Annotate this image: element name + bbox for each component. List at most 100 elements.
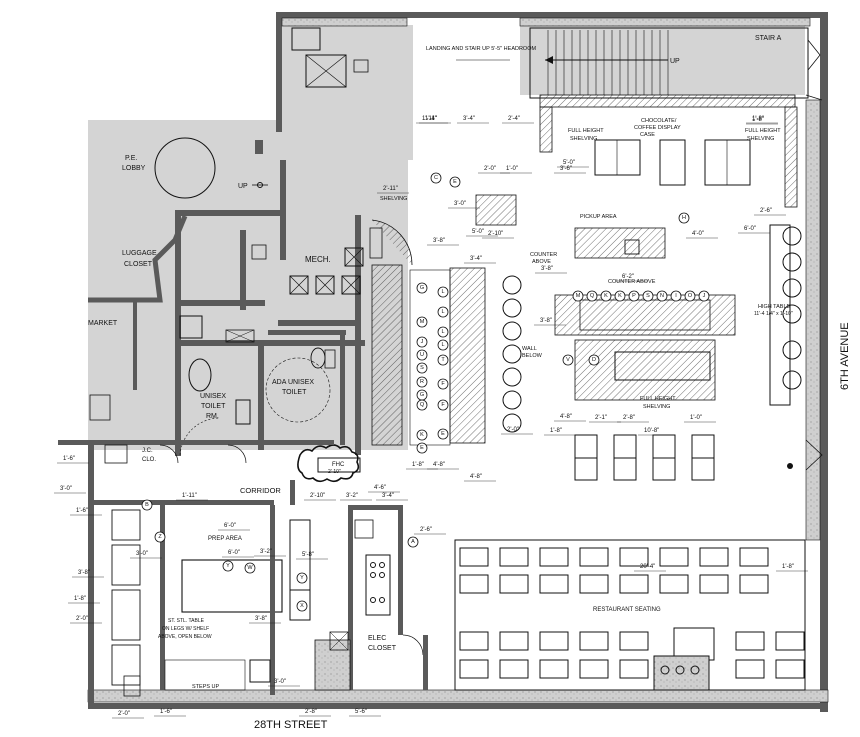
- equipment-tag: D: [588, 354, 600, 366]
- dimension-label: 3'-8": [541, 266, 553, 272]
- pe-lobby-label-1: P.E.: [125, 155, 137, 162]
- dimension-label: 4'-8": [470, 474, 482, 480]
- equipment-tag: S: [642, 290, 654, 302]
- dimension-label: 5'-8": [302, 552, 314, 558]
- jc-label-2: CLO.: [142, 457, 156, 463]
- ss-table-2: ON LEGS W/ SHELF: [162, 626, 209, 632]
- equipment-tag: I: [670, 290, 682, 302]
- bar-stools-left: [502, 275, 522, 433]
- equipment-tag: G: [416, 389, 428, 401]
- equipment-tag: R: [416, 376, 428, 388]
- shelving-area: SHELVING: [369, 196, 451, 446]
- equipment-tag: S: [416, 362, 428, 374]
- elec-label-2: CLOSET: [368, 645, 397, 652]
- equipment-tag: K: [416, 429, 428, 441]
- equipment-tag-letter: W: [247, 565, 253, 571]
- wall-below-1: WALL: [522, 346, 537, 352]
- dimension-label: 2'-10": [310, 493, 325, 499]
- dimension-label: 2'-6": [760, 208, 772, 214]
- dimension-label: 1'-6": [76, 508, 88, 514]
- equipment-tag: L: [437, 306, 449, 318]
- equipment-tag-letter: L: [441, 329, 444, 335]
- equipment-tag: L: [437, 339, 449, 351]
- dimension-label: 1'-0": [506, 166, 518, 172]
- luggage-label-1: LUGGAGE: [122, 250, 157, 257]
- landing-note-text: LANDING AND STAIR UP 5'-5" HEADROOM: [426, 46, 536, 52]
- dimension-label: 2'-0": [76, 616, 88, 622]
- central-island: WALL BELOW FULL HEIGHT SHELVING HIGH TAB…: [522, 224, 793, 410]
- equipment-tag-letter: R: [420, 379, 424, 385]
- restaurant-seating-label: RESTAURANT SEATING: [593, 607, 661, 613]
- dimension-label: 3'-0": [136, 551, 148, 557]
- dimension-label: 2'-0": [484, 166, 496, 172]
- equipment-tag: Y: [296, 572, 308, 584]
- pe-lobby-label-2: LOBBY: [122, 165, 146, 172]
- equipment-tag: M: [572, 290, 584, 302]
- equipment-tag-letter: H: [682, 215, 686, 221]
- dimension-label: 1'-8": [752, 117, 764, 123]
- street-28th-label: 28TH STREET: [254, 719, 328, 731]
- elec-label-1: ELEC: [368, 635, 386, 642]
- dimension-strings: 1'-11"3'-4"2'-4"1'-8"2'-0"1'-0"3'-0"2'-1…: [54, 116, 808, 719]
- equipment-tag: F: [437, 399, 449, 411]
- dimension-label: 4'-6": [374, 485, 386, 491]
- dimension-label: 3'-6": [560, 166, 572, 172]
- shelving-label: SHELVING: [380, 196, 407, 202]
- fhc-dim: 2'-10": [328, 469, 341, 475]
- janitor-closet: J.C. CLO.: [104, 444, 156, 464]
- dimension-label: 3'-8": [433, 238, 445, 244]
- dimension-label: 3'-0": [454, 201, 466, 207]
- equipment-tag: L: [437, 326, 449, 338]
- unisex-label-1: UNISEX: [200, 393, 226, 400]
- pickup-counter: PICKUP AREA COUNTER ABOVE COUNTER ABOVE: [449, 194, 736, 444]
- full-height-mid-1: FULL HEIGHT: [640, 396, 676, 402]
- equipment-tag-letter: L: [441, 289, 444, 295]
- dimension-label: 3'-8": [78, 570, 90, 576]
- landing-note: LANDING AND STAIR UP 5'-5" HEADROOM: [426, 46, 536, 61]
- equipment-tag-letter: K: [618, 293, 622, 299]
- equipment-tag: Q: [416, 399, 428, 411]
- equipment-tag: T: [437, 354, 449, 366]
- dimension-label: 3'-2": [346, 493, 358, 499]
- equipment-tag-letter: P: [632, 293, 636, 299]
- equipment-tag-letter: J: [703, 293, 706, 299]
- street-6th-label: 6TH AVENUE: [839, 322, 851, 390]
- interior-walls-left: [175, 215, 365, 456]
- equipment-tag: G: [416, 282, 428, 294]
- equipment-tag: L: [437, 286, 449, 298]
- equipment-tag-letter: M: [576, 293, 581, 299]
- prep-area-label: PREP AREA: [208, 536, 242, 542]
- equipment-tag: U: [416, 349, 428, 361]
- high-table-2: 11'-4 1/4" x 1'-10": [754, 311, 793, 317]
- equipment-tag-letter: Q: [420, 402, 425, 408]
- equipment-tag-letter: G: [420, 285, 424, 291]
- choc-label-3: CASE: [640, 132, 655, 138]
- equipment-tag: K: [614, 290, 626, 302]
- choc-label-1: CHOCOLATE/: [641, 118, 677, 124]
- equipment-tag: E: [449, 176, 461, 188]
- dimension-label: 5'-0": [563, 160, 575, 166]
- dimension-label: 3'-2": [260, 549, 272, 555]
- counter-above-1: COUNTER: [530, 252, 557, 258]
- existing-shaded-zones: [88, 15, 805, 450]
- equipment-tag: N: [656, 290, 668, 302]
- equipment-tag: P: [628, 290, 640, 302]
- fhc-cabinet: FHC 2'-10": [297, 444, 361, 483]
- up-lobby-label: UP: [238, 183, 248, 190]
- dimension-label: 2'-11": [383, 186, 398, 192]
- dimension-label: 3'-4": [382, 493, 394, 499]
- dimension-label: 1'-8": [412, 462, 424, 468]
- unisex-label-2: TOILET: [201, 403, 226, 410]
- ss-table-3: ABOVE, OPEN BELOW: [158, 634, 212, 640]
- equipment-tag: B: [141, 499, 153, 511]
- equipment-tag-letter: L: [441, 342, 444, 348]
- equipment-tag-letter: F: [441, 402, 445, 408]
- equipment-tag: Y: [222, 560, 234, 572]
- dimension-label: 2'-8": [305, 709, 317, 715]
- dimension-label: 1'-4": [425, 116, 437, 122]
- equipment-tag-letter: J: [421, 339, 424, 345]
- equipment-tag: O: [684, 290, 696, 302]
- display-case-area: FULL HEIGHT SHELVING CHOCOLATE/ COFFEE D…: [539, 94, 798, 208]
- equipment-tag: M: [416, 316, 428, 328]
